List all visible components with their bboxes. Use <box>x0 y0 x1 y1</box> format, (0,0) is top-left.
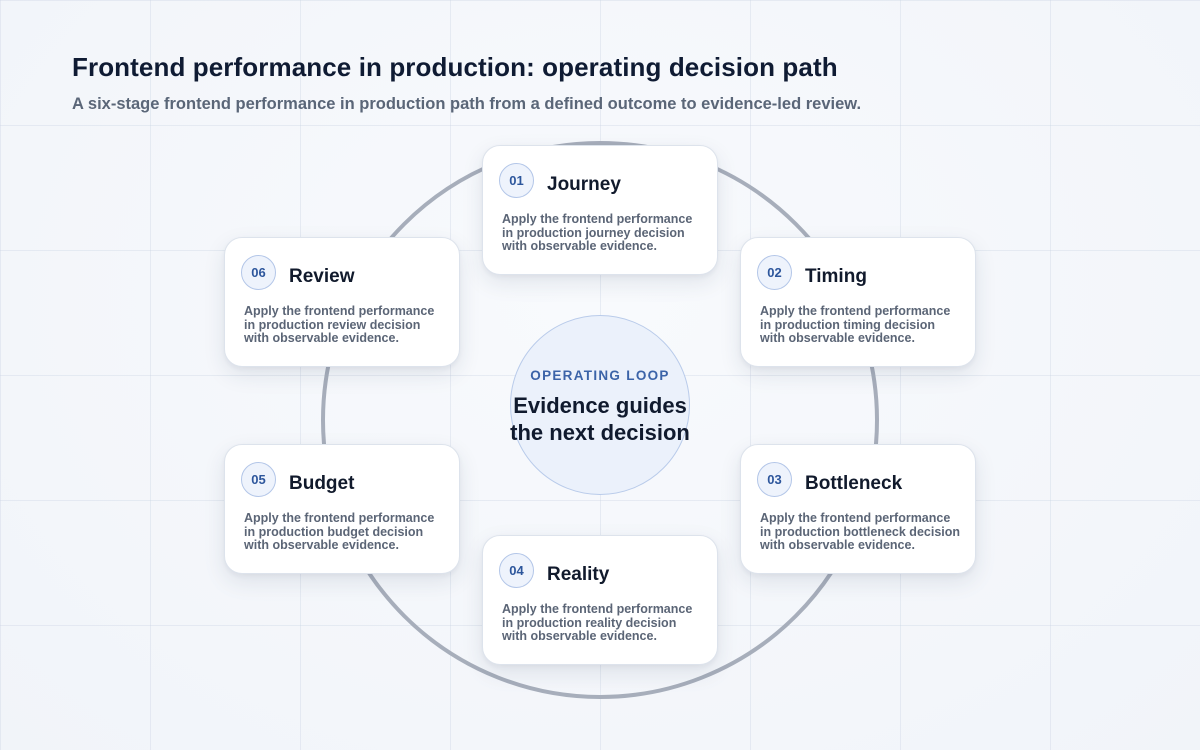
stage-description: Apply the frontend performance in produc… <box>502 212 693 253</box>
stage-card-timing[interactable]: 02 Timing Apply the frontend performance… <box>740 237 976 367</box>
stage-description: Apply the frontend performance in produc… <box>502 602 693 643</box>
stage-title: Timing <box>805 266 867 287</box>
stage-title: Bottleneck <box>805 473 903 494</box>
stage-card-journey[interactable]: 01 Journey Apply the frontend performanc… <box>482 145 718 275</box>
stage-title: Budget <box>289 473 355 494</box>
stage-description: Apply the frontend performance in produc… <box>760 304 951 345</box>
page-title: Frontend performance in production: oper… <box>72 52 838 82</box>
stage-card-reality[interactable]: 04 Reality Apply the frontend performanc… <box>482 535 718 665</box>
stage-number-badge: 03 <box>757 462 792 497</box>
stage-title: Reality <box>547 564 610 585</box>
page-subtitle: A six-stage frontend performance in prod… <box>72 95 862 113</box>
stage-title: Review <box>289 266 355 287</box>
stage-description: Apply the frontend performance in produc… <box>244 304 435 345</box>
stage-number-badge: 04 <box>499 553 534 588</box>
hub-kicker: OPERATING LOOP <box>530 368 670 383</box>
stage-title: Journey <box>547 174 621 195</box>
stage-card-bottleneck[interactable]: 03 Bottleneck Apply the frontend perform… <box>740 444 976 574</box>
stage-card-review[interactable]: 06 Review Apply the frontend performance… <box>224 237 460 367</box>
stage-number-badge: 05 <box>241 462 276 497</box>
stage-description: Apply the frontend performance in produc… <box>244 511 435 552</box>
stage-description: Apply the frontend performance in produc… <box>760 511 961 552</box>
stage-number-badge: 06 <box>241 255 276 290</box>
operating-loop-hub: OPERATING LOOP Evidence guides the next … <box>510 315 690 495</box>
stage-card-budget[interactable]: 05 Budget Apply the frontend performance… <box>224 444 460 574</box>
stage-number-badge: 01 <box>499 163 534 198</box>
stage-number-badge: 02 <box>757 255 792 290</box>
hub-statement: Evidence guides the next decision <box>510 393 690 445</box>
